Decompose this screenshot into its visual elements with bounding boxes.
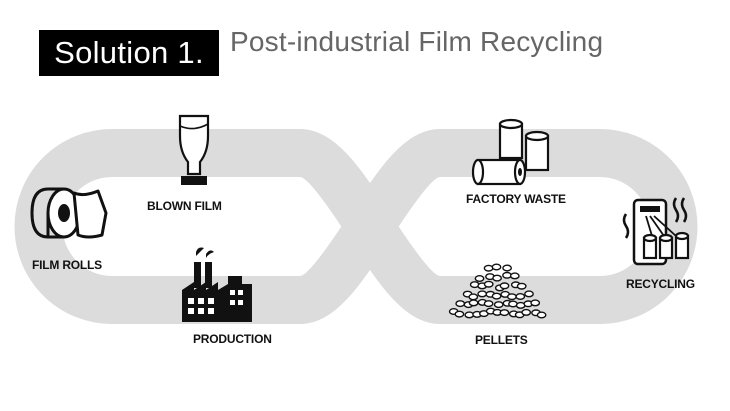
bottle-icon [178,114,210,185]
recycling-machine-icon [622,197,690,266]
blown-film-label: BLOWN FILM [147,199,222,213]
factory-waste-label: FACTORY WASTE [466,192,566,206]
film-roll-icon [30,187,108,239]
production-label: PRODUCTION [193,332,272,346]
waste-rolls-icon [471,118,550,186]
pellets-icon [448,263,547,319]
page-title: Post-industrial Film Recycling [230,26,604,57]
pellets-label: PELLETS [475,333,528,347]
film-rolls-label: FILM ROLLS [32,258,102,272]
solution-badge: Solution 1. [39,30,219,76]
recycling-label: RECYCLING [626,277,695,291]
factory-icon [182,247,252,322]
